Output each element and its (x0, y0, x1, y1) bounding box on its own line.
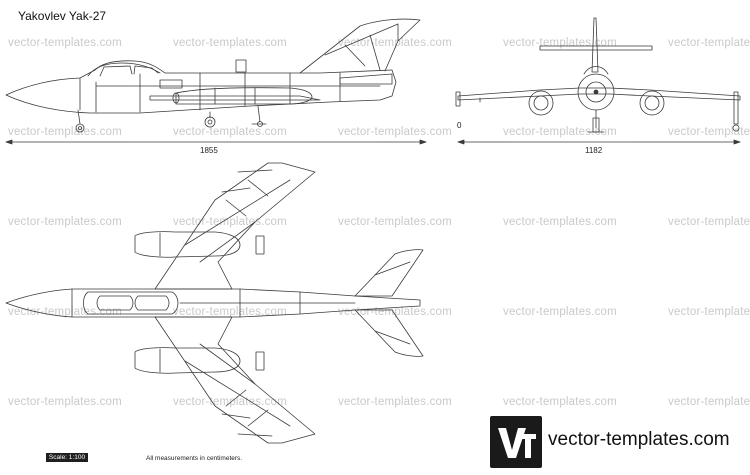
wingspan-dimension-label: 1182 (585, 146, 603, 155)
page-title: Yakovlev Yak-27 (18, 9, 107, 23)
length-dimension-label: 1855 (200, 146, 218, 155)
front-view (455, 17, 741, 145)
side-view (5, 18, 427, 145)
vt-logo-mark (498, 428, 536, 458)
top-view (5, 162, 424, 444)
height-marker-label: 0 (457, 121, 462, 130)
scale-label: Scale: 1:100 (46, 453, 88, 462)
measurements-note: All measurements in centimeters. (146, 455, 243, 462)
logo-site-name: vector-templates.com (548, 429, 730, 450)
vt-logo-icon (490, 416, 542, 468)
